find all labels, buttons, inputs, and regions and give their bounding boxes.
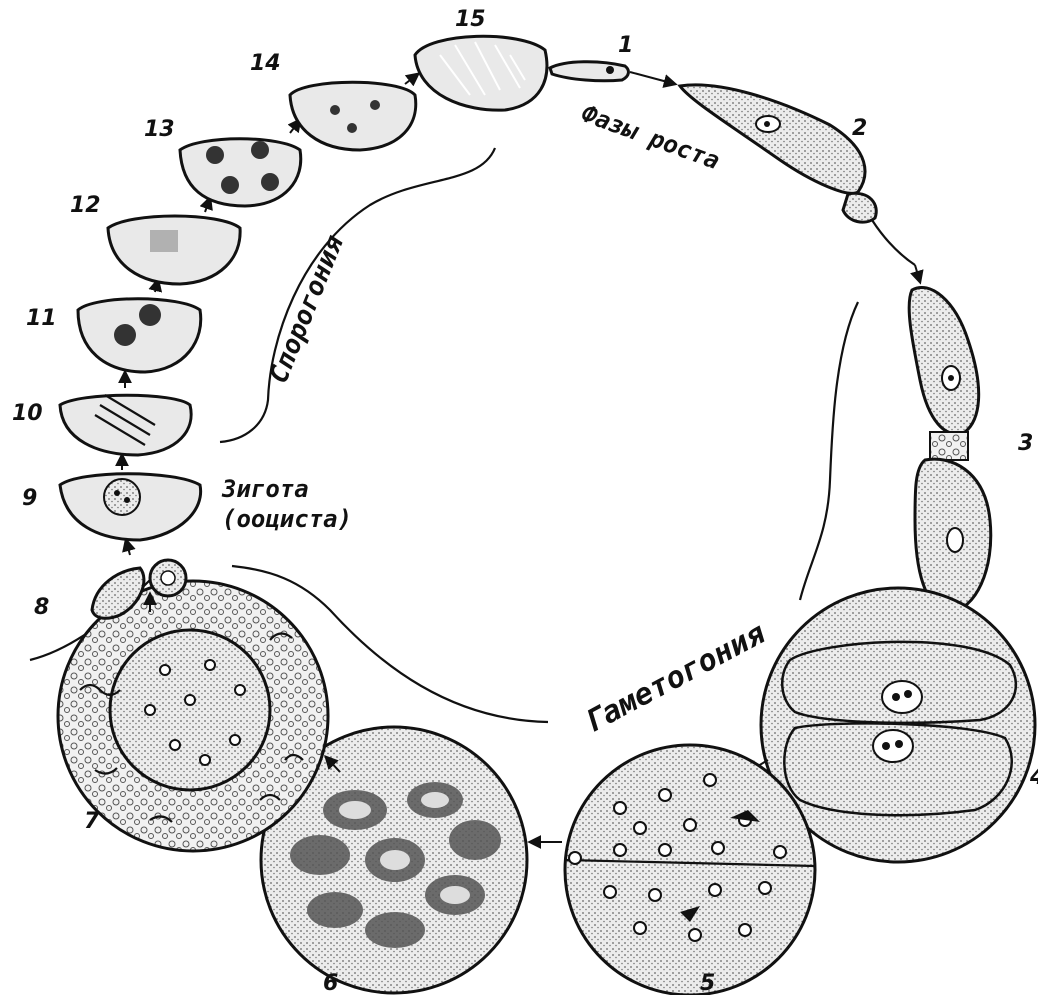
growth-gametogony-curve	[800, 302, 858, 600]
stage-number-2: 2	[852, 116, 867, 141]
stage-5-nuclear-division	[565, 745, 815, 995]
stage-12-cyst	[108, 216, 240, 284]
stage-number-14: 14	[250, 51, 281, 76]
stage-10-cyst	[60, 395, 191, 455]
phase-label-growth: Фазы роста	[578, 99, 723, 175]
stage-number-1: 1	[618, 33, 633, 58]
stage-number-5: 5	[700, 971, 715, 995]
stage-13-cyst	[180, 139, 301, 206]
phase-label-gametogony: Гаметогония	[579, 616, 771, 740]
stage-15-spores	[415, 36, 547, 110]
stage-2-trophozoite	[680, 85, 915, 265]
stage-number-11: 11	[26, 306, 57, 331]
stage-number-3: 3	[1018, 431, 1033, 456]
arrow-8-9	[126, 540, 130, 555]
stage-number-13: 13	[144, 117, 175, 142]
phase-label-sporogony: Спорогония	[264, 231, 351, 388]
arrow-2-3	[915, 265, 920, 282]
stage-1-sporozoite	[550, 62, 628, 81]
arrow-14-15	[405, 74, 418, 84]
zygote-label: Зигота	[221, 475, 309, 503]
oocyst-label: (ооциста)	[222, 505, 352, 533]
stage-number-6: 6	[323, 971, 338, 995]
stage-number-7: 7	[84, 809, 100, 834]
stage-14-cyst	[290, 82, 416, 150]
stage-number-8: 8	[34, 595, 49, 620]
arrow-1-2	[630, 72, 675, 84]
stage-number-10: 10	[12, 401, 43, 426]
stage-number-15: 15	[455, 7, 486, 32]
stage-number-9: 9	[22, 486, 37, 511]
stage-3-gamonts	[909, 287, 991, 612]
stage-number-4: 4	[1029, 765, 1038, 790]
stage-9-zygote	[60, 474, 201, 540]
stage-number-12: 12	[70, 193, 101, 218]
stage-11-cyst	[78, 299, 201, 372]
